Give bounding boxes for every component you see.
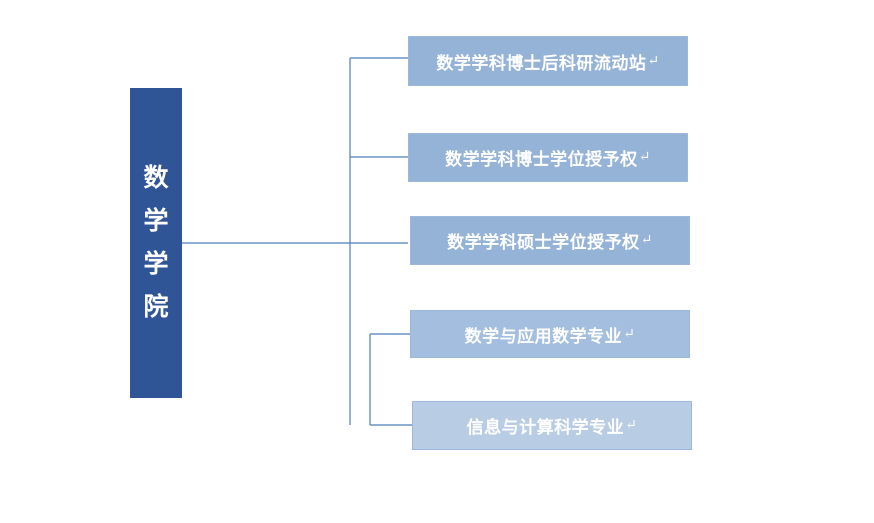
root-node-math-college[interactable]: 数 学 学 院 (130, 88, 182, 398)
node-doctoral-degree[interactable]: 数学学科博士学位授予权 ↵ (408, 133, 688, 182)
node-math-applied-math-major[interactable]: 数学与应用数学专业 ↵ (410, 310, 690, 358)
node-postdoc-station[interactable]: 数学学科博士后科研流动站 ↵ (408, 36, 688, 86)
root-char-2: 学 (143, 251, 169, 278)
node-label: 数学学科博士后科研流动站 (436, 53, 647, 73)
root-char-3: 院 (143, 294, 169, 321)
node-info-computational-science-major[interactable]: 信息与计算科学专业 ↵ (412, 401, 692, 450)
node-label: 数学与应用数学专业 (464, 326, 623, 346)
paragraph-mark-icon: ↵ (647, 53, 660, 69)
node-label: 数学学科硕士学位授予权 (447, 233, 640, 252)
node-label: 信息与计算科学专业 (466, 418, 625, 437)
paragraph-mark-icon: ↵ (640, 233, 653, 248)
paragraph-mark-icon: ↵ (623, 326, 636, 342)
node-master-degree[interactable]: 数学学科硕士学位授予权 ↵ (410, 216, 690, 265)
paragraph-mark-icon: ↵ (625, 418, 638, 433)
node-label: 数学学科博士学位授予权 (445, 150, 638, 169)
root-char-1: 学 (143, 208, 169, 235)
root-char-0: 数 (143, 165, 169, 192)
paragraph-mark-icon: ↵ (638, 150, 651, 165)
